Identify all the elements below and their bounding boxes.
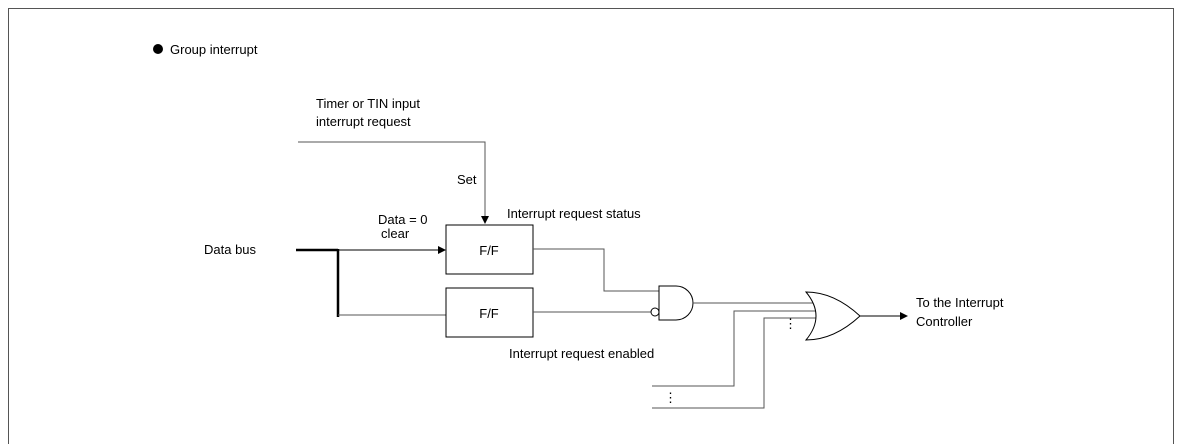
timer-label-line2: interrupt request	[316, 114, 411, 129]
bullet-icon	[153, 44, 163, 54]
status-output-wire	[533, 248, 659, 292]
status-label: Interrupt request status	[507, 206, 641, 221]
other-input-wire-2	[652, 317, 820, 409]
controller-label-line1: To the Interrupt	[916, 295, 1004, 310]
enable-ff-label: F/F	[479, 306, 499, 321]
ellipsis-or-inputs: ⋮	[784, 316, 797, 331]
ellipsis-other-inputs: ⋮	[664, 390, 677, 405]
clear-arrowhead	[438, 246, 446, 254]
and-gate	[658, 285, 694, 321]
data-bus-label: Data bus	[204, 242, 257, 257]
diagram-frame	[8, 8, 1174, 444]
set-arrowhead	[481, 216, 489, 224]
clear-label: clear	[381, 226, 410, 241]
status-ff-label: F/F	[479, 243, 499, 258]
set-label: Set	[457, 172, 477, 187]
or-gate	[804, 291, 861, 341]
enabled-label: Interrupt request enabled	[509, 346, 654, 361]
controller-label-line2: Controller	[916, 314, 973, 329]
other-input-wire-1	[652, 310, 820, 387]
timer-request-line	[298, 141, 486, 220]
data-eq-zero-label: Data = 0	[378, 212, 428, 227]
controller-arrowhead	[900, 312, 908, 320]
timer-label-line1: Timer or TIN input	[316, 96, 420, 111]
diagram-heading: Group interrupt	[170, 42, 258, 57]
status-flip-flop	[445, 224, 534, 275]
inverter-bubble	[650, 307, 660, 317]
